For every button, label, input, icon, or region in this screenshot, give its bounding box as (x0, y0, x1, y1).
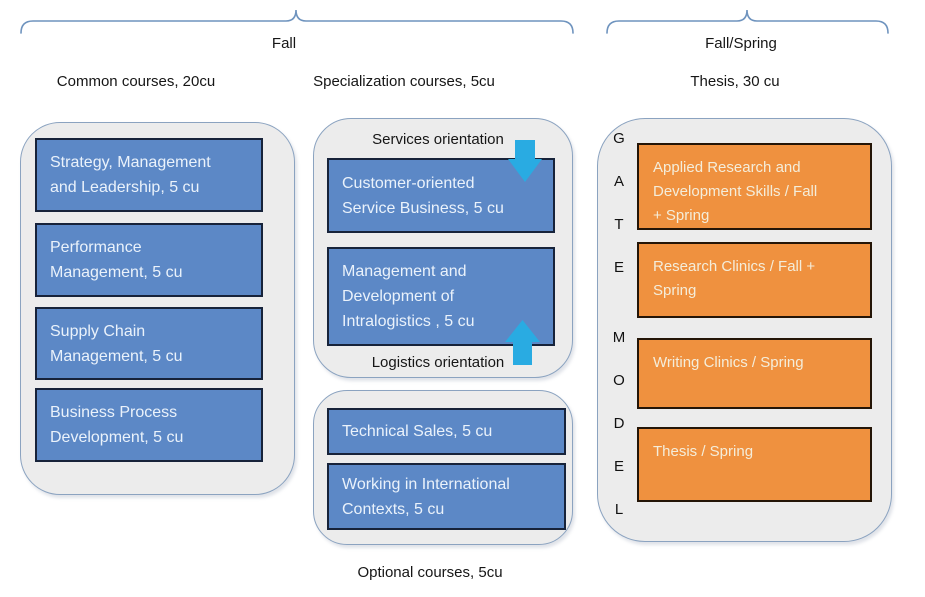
gate-model-letter: G (613, 130, 625, 147)
thesis-header: Thesis, 30 cu (690, 73, 780, 90)
course-box-business-process: Business Process Development, 5 cu (35, 388, 263, 462)
optional-courses-caption: Optional courses, 5cu (357, 564, 503, 581)
gate-model-letter: T (614, 216, 624, 233)
course-box-international-contexts: Working in International Contexts, 5 cu (327, 463, 566, 530)
fall-spring-bracket-label: Fall/Spring (705, 35, 777, 52)
course-box-writing-clinics: Writing Clinics / Spring (637, 338, 872, 409)
course-box-research-clinics: Research Clinics / Fall + Spring (637, 242, 872, 318)
logistics-orientation-label: Logistics orientation (371, 354, 505, 371)
arrow-down-icon (508, 140, 542, 182)
gate-model-letter: D (613, 415, 625, 432)
services-orientation-label: Services orientation (372, 131, 504, 148)
arrow-up-icon (505, 320, 540, 365)
course-box-thesis: Thesis / Spring (637, 427, 872, 502)
gate-model-letter: L (614, 501, 624, 518)
fall-spring-bracket (606, 9, 889, 34)
course-box-performance: Performance Management, 5 cu (35, 223, 263, 297)
gate-model-letter: E (613, 458, 624, 475)
bracket-graphics (20, 9, 889, 34)
gate-model-letter: M (612, 329, 626, 346)
gate-model-letter: E (613, 259, 624, 276)
course-box-strategy: Strategy, Management and Leadership, 5 c… (35, 138, 263, 212)
fall-bracket (20, 9, 574, 34)
fall-bracket-label: Fall (271, 35, 297, 52)
course-box-technical-sales: Technical Sales, 5 cu (327, 408, 566, 455)
gate-model-letter: A (613, 173, 624, 190)
course-box-supply-chain: Supply Chain Management, 5 cu (35, 307, 263, 380)
gate-model-letter: O (613, 372, 625, 389)
common-courses-header: Common courses, 20cu (56, 73, 216, 90)
specialization-courses-header: Specialization courses, 5cu (313, 73, 495, 90)
course-box-applied-research: Applied Research and Development Skills … (637, 143, 872, 230)
